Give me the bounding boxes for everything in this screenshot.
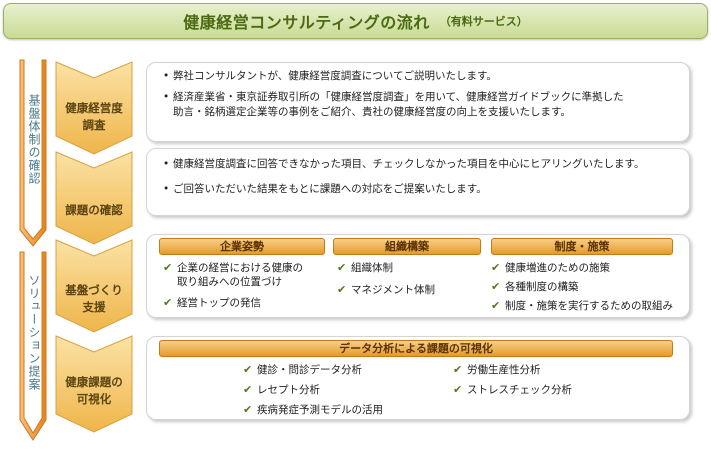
- survey-bullet: •弊社コンサルタントが、健康経営度調査についてご説明いたします。: [163, 70, 497, 82]
- survey-bullet: •経済産業省・東京証券取引所の「健康経営度調査」を用いて、健康経営ガイドブックに…: [163, 91, 624, 103]
- issues-bullet: •健康経営度調査に回答できなかった項目、チェックしなかった項目を中心にヒアリング…: [163, 158, 645, 170]
- check-item: ✔マネジメント体制: [337, 283, 435, 296]
- side-label-diagnosis: 基盤体制の確認: [27, 92, 41, 187]
- category-header-stance: 企業姿勢: [159, 238, 325, 255]
- check-item: ✔レセプト分析: [243, 383, 320, 396]
- check-item-continued: 取り組みへの位置づけ: [177, 276, 282, 288]
- check-item: ✔各種制度の構築: [491, 280, 579, 293]
- step-visualization-label-2: 可視化: [76, 392, 112, 406]
- issues-box: •健康経営度調査に回答できなかった項目、チェックしなかった項目を中心にヒアリング…: [146, 148, 690, 216]
- category-header-organization: 組織構築: [333, 238, 481, 255]
- check-item: ✔健診・問診データ分析: [243, 363, 362, 376]
- foundation-box: 企業姿勢 組織構築 制度・施策 ✔企業の経営における健康の 取り組みへの位置づけ…: [146, 234, 690, 318]
- page-title: 健康経営コンサルティングの流れ: [183, 13, 430, 32]
- step-foundation-label-1: 基盤づくり: [65, 283, 123, 297]
- step-foundation: 基盤づくり 支援: [54, 238, 140, 334]
- step-visualization-label-1: 健康課題の: [65, 375, 123, 389]
- step-survey: 健康経営度 調査: [54, 60, 140, 156]
- page-subtitle: （有料サービス）: [439, 15, 528, 28]
- step-issues: 課題の確認: [54, 150, 140, 246]
- check-item: ✔企業の経営における健康の: [163, 261, 303, 274]
- check-item: ✔健康増進のための施策: [491, 261, 610, 274]
- issues-bullet: •ご回答いただいた結果をもとに課題への対応をご提案いたします。: [163, 183, 487, 195]
- step-survey-label-2: 調査: [82, 118, 106, 132]
- category-header-programs: 制度・施策: [491, 238, 673, 255]
- side-label-solution: ソリューション提案: [27, 272, 41, 393]
- step-visualization: 健康課題の 可視化: [54, 334, 140, 434]
- visualization-box: データ分析による課題の可視化 ✔健診・問診データ分析 ✔レセプト分析 ✔疾病発症…: [146, 336, 690, 420]
- survey-box: •弊社コンサルタントが、健康経営度調査についてご説明いたします。 •経済産業省・…: [146, 62, 690, 142]
- visualization-header: データ分析による課題の可視化: [159, 340, 673, 357]
- check-item: ✔疾病発症予測モデルの活用: [243, 403, 383, 416]
- step-foundation-label-2: 支援: [82, 300, 106, 314]
- survey-bullet-continued: 助言・銘柄選定企業等の事例をご紹介、貴社の健康経営度の向上を支援いたします。: [173, 106, 571, 118]
- step-survey-label-1: 健康経営度: [65, 101, 123, 115]
- check-item: ✔労働生産性分析: [453, 363, 541, 376]
- check-item: ✔ストレスチェック分析: [453, 383, 572, 396]
- check-item: ✔経営トップの発信: [163, 296, 261, 309]
- phase-bracket-arrows: [19, 59, 47, 441]
- check-item: ✔組織体制: [337, 261, 393, 274]
- check-item: ✔制度・施策を実行するための取組み: [491, 299, 673, 312]
- step-issues-label-1: 課題の確認: [65, 203, 123, 217]
- page-title-bar: 健康経営コンサルティングの流れ （有料サービス）: [3, 3, 708, 39]
